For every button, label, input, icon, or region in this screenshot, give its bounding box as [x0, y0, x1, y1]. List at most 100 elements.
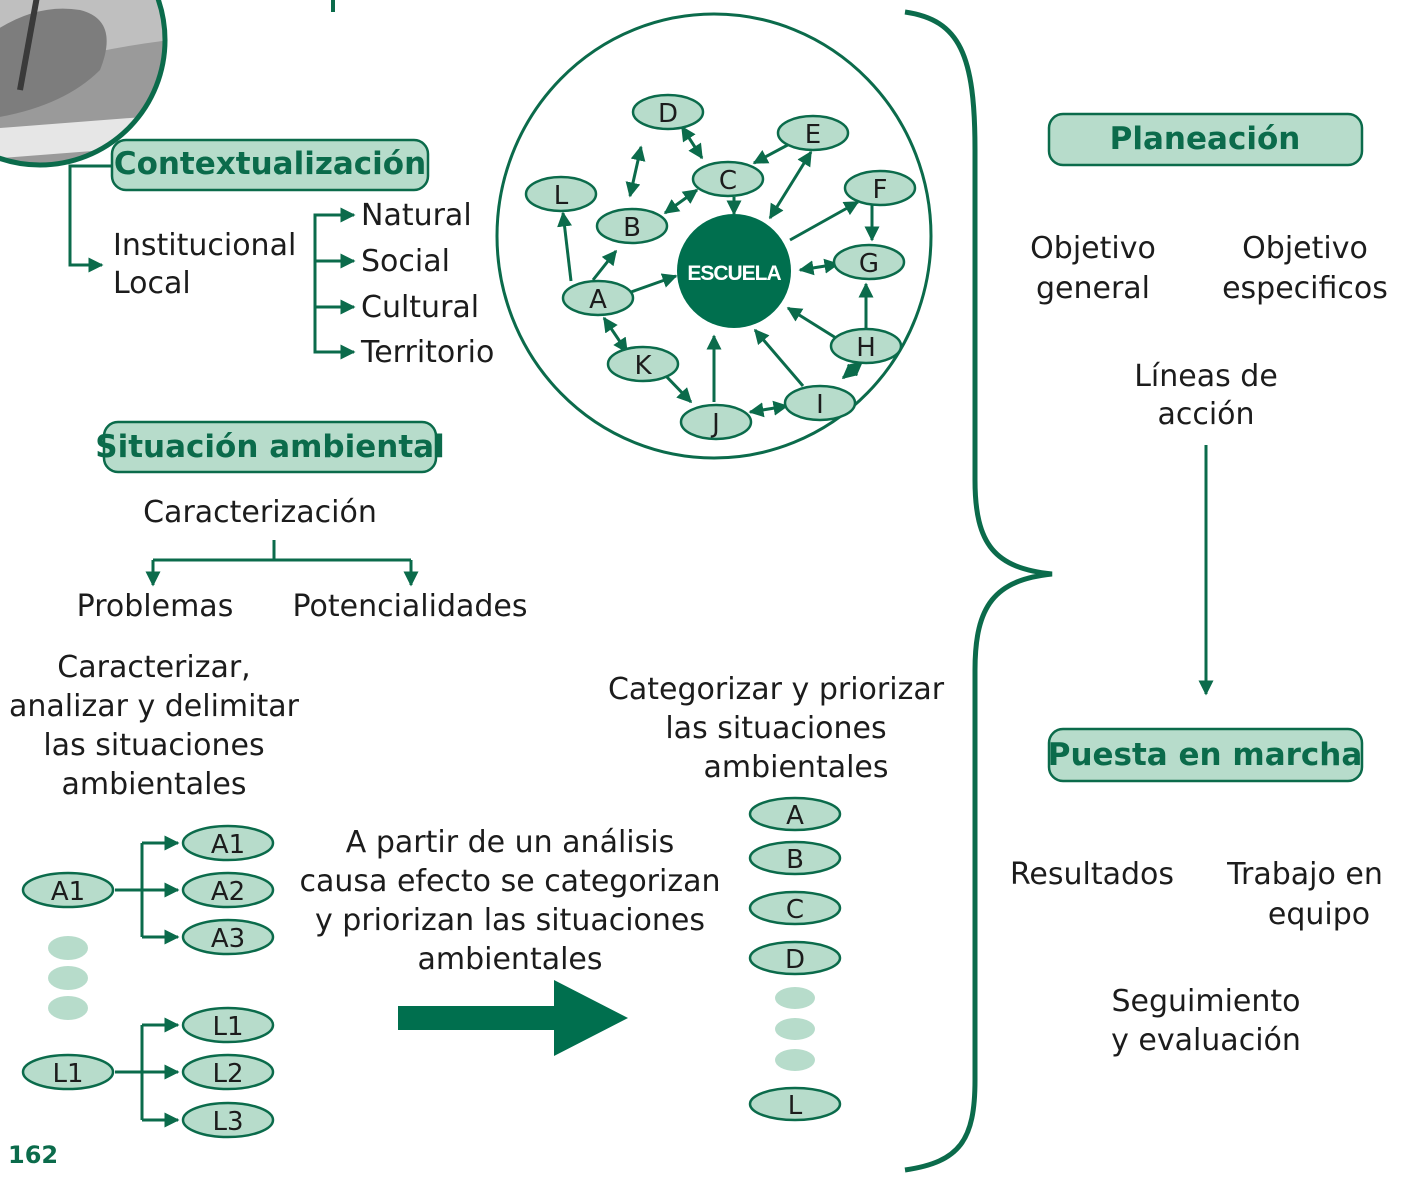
svg-text:B: B	[786, 845, 804, 875]
category-territorio: Territorio	[360, 335, 494, 370]
objetivo-general-line-1: Objetivo	[1030, 231, 1156, 266]
network-node-e: E	[776, 114, 850, 152]
network-node-l: L	[524, 175, 598, 213]
caracterizacion-split	[153, 540, 411, 562]
network-node-j: J	[679, 403, 753, 441]
network-node-h: H	[829, 327, 903, 365]
contextualizacion-section: Contextualización Institucional Local Na…	[68, 138, 494, 370]
instruction-line-2: analizar y delimitar	[9, 689, 300, 724]
page-number: 162	[8, 1141, 58, 1169]
node-a1-root: A1	[21, 871, 115, 909]
resultados-label: Resultados	[1010, 857, 1174, 892]
categorizar-line-3: ambientales	[703, 750, 888, 785]
priority-ellipsis-dots	[775, 987, 815, 1071]
contextualizacion-connector	[68, 164, 112, 273]
svg-text:F: F	[873, 175, 888, 205]
network-node-f: F	[843, 169, 917, 207]
network-node-g: G	[832, 243, 906, 281]
group-a-tree: A1 A1 A2 A3	[21, 824, 275, 956]
instruction-line-1: Caracterizar,	[57, 650, 250, 685]
svg-text:E: E	[805, 120, 821, 150]
lineas-line-2: acción	[1157, 397, 1254, 432]
svg-text:L: L	[554, 181, 569, 211]
trabajo-line-1: Trabajo en	[1226, 857, 1383, 892]
category-natural: Natural	[361, 198, 472, 233]
svg-text:L2: L2	[212, 1059, 243, 1089]
priority-item-c: C	[748, 890, 842, 926]
svg-text:C: C	[719, 166, 737, 196]
escuela-label: ESCUELA	[687, 262, 781, 285]
network-node-b: B	[595, 207, 669, 245]
network-node-i: I	[783, 384, 857, 422]
puesta-title: Puesta en marcha	[1048, 737, 1363, 773]
priority-item-b: B	[748, 840, 842, 876]
svg-text:C: C	[786, 895, 804, 925]
seguimiento-line-1: Seguimiento	[1111, 984, 1300, 1019]
analysis-line-2: causa efecto se categorizan	[300, 864, 721, 899]
school-network: ESCUELA D E C L B F G A H K I J	[495, 12, 933, 460]
svg-text:L1: L1	[52, 1059, 83, 1089]
analysis-line-3: y priorizan las situaciones	[315, 903, 705, 938]
network-node-a: A	[561, 279, 635, 317]
categorizar-section: Categorizar y priorizar las situaciones …	[608, 672, 945, 1122]
categorizar-line-2: las situaciones	[665, 711, 886, 746]
category-cultural: Cultural	[361, 290, 479, 325]
grouping-curly-brace	[904, 9, 1053, 1173]
node-a3: A3	[181, 918, 275, 956]
analysis-explanation: A partir de un análisis causa efecto se …	[300, 825, 721, 1056]
svg-text:A: A	[589, 285, 607, 315]
node-l3: L3	[181, 1101, 275, 1139]
priority-item-l: L	[748, 1086, 842, 1122]
big-right-arrow	[398, 980, 628, 1056]
node-a2: A2	[181, 871, 275, 909]
planeacion-section: Planeación Objetivo general Objetivo esp…	[1030, 112, 1388, 696]
svg-text:A1: A1	[211, 830, 245, 860]
svg-text:A3: A3	[211, 924, 245, 954]
contextualizacion-title: Contextualización	[114, 146, 426, 182]
svg-text:H: H	[856, 333, 876, 363]
instruction-line-4: ambientales	[61, 767, 246, 802]
analysis-line-4: ambientales	[417, 942, 602, 977]
svg-text:A2: A2	[211, 877, 245, 907]
group-ellipsis-dots	[48, 936, 88, 1020]
svg-text:L3: L3	[212, 1107, 243, 1137]
puesta-title-box	[1047, 727, 1364, 783]
branch-potencialidades: Potencialidades	[292, 589, 527, 624]
node-l1: L1	[181, 1006, 275, 1044]
svg-text:B: B	[623, 213, 641, 243]
scope-local: Local	[113, 266, 191, 301]
svg-text:L: L	[788, 1091, 803, 1121]
priority-item-d: D	[748, 940, 842, 976]
planeacion-title-box	[1047, 112, 1364, 167]
svg-text:K: K	[634, 351, 652, 381]
categories-bracket	[313, 213, 340, 354]
branch-problemas: Problemas	[77, 589, 234, 624]
svg-text:L1: L1	[212, 1012, 243, 1042]
seguimiento-line-2: y evaluación	[1111, 1023, 1301, 1058]
photo-hand-writing	[0, 0, 168, 168]
group-l-tree: L1 L1 L2 L3	[21, 1006, 275, 1139]
analysis-line-1: A partir de un análisis	[346, 825, 674, 860]
objetivo-general-line-2: general	[1036, 271, 1150, 306]
node-l2: L2	[181, 1053, 275, 1091]
node-l1-root: L1	[21, 1053, 115, 1091]
categorizar-line-1: Categorizar y priorizar	[608, 672, 945, 707]
instruction-line-3: las situaciones	[43, 728, 264, 763]
situacion-section: Situación ambiental Caracterización Prob…	[9, 420, 528, 1139]
node-a1: A1	[181, 824, 275, 862]
caracterizacion-label: Caracterización	[143, 495, 377, 530]
lineas-line-1: Líneas de	[1134, 359, 1278, 394]
scope-institucional: Institucional	[113, 228, 296, 263]
priority-item-a: A	[748, 796, 842, 832]
svg-text:D: D	[785, 945, 805, 975]
objetivo-especificos-line-2: especificos	[1222, 271, 1388, 306]
situacion-title-box	[102, 420, 438, 474]
network-node-c: C	[691, 160, 765, 198]
top-marker	[331, 0, 335, 12]
svg-text:G: G	[859, 249, 879, 279]
network-node-k: K	[606, 345, 680, 383]
planeacion-title: Planeación	[1110, 121, 1301, 157]
puesta-section: Puesta en marcha Resultados Trabajo en e…	[1010, 727, 1383, 1058]
svg-text:J: J	[710, 409, 720, 439]
